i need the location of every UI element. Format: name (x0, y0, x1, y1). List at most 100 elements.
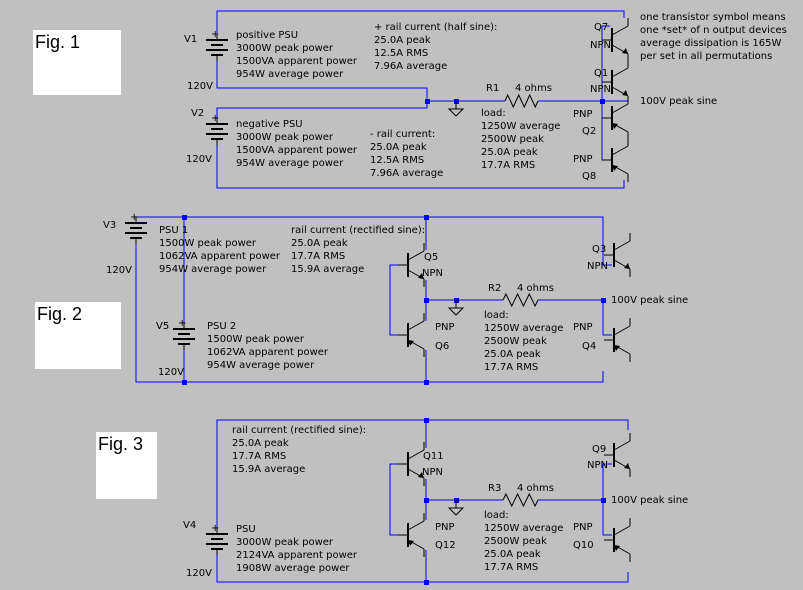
fig3-v4-line-3: 1908W average power (236, 563, 350, 574)
fig2-pnp-left: PNP (435, 322, 455, 333)
fig1-v2-line-3: 954W average power (236, 158, 344, 169)
fig1-r1-name: R1 (486, 83, 500, 94)
fig2-pnp-right: PNP (573, 322, 593, 333)
fig2-load-3: 25.0A peak (484, 349, 541, 360)
fig3-q9: Q9 (592, 444, 607, 455)
fig3-wire-q9-base (602, 463, 612, 500)
fig1-wire-bases-top (601, 25, 610, 101)
fig2-v3-name: V3 (103, 220, 117, 231)
fig2-v5-line-1: 1500W peak power (207, 334, 305, 345)
fig1-q7: Q7 (594, 22, 609, 33)
fig2-q6: Q6 (435, 341, 450, 352)
fig3-r3-name: R3 (488, 483, 502, 494)
fig1-label: Fig. 1 (35, 32, 81, 52)
fig2-q5-symbol-arrow (418, 273, 424, 279)
fig3-load-1: 1250W average (484, 523, 564, 534)
fig2-v5-line-2: 1062VA apparent power (207, 347, 329, 358)
fig2-npn-right: NPN (587, 261, 608, 272)
fig1-pos-rail-3: 7.96A average (374, 61, 448, 72)
fig3-pnp-left: PNP (435, 522, 455, 533)
fig2-v5-volts: 120V (158, 367, 184, 378)
fig3-npn-right: NPN (587, 460, 608, 471)
fig2-label-box: Fig. 2 (35, 302, 121, 369)
fig1-load-3: 25.0A peak (481, 147, 538, 158)
fig1-ground (447, 108, 465, 117)
fig2-q5: Q5 (424, 252, 439, 263)
fig3-q9-symbol-lead-a (613, 440, 631, 451)
fig1-pnp1: PNP (573, 109, 593, 120)
fig3-junction-q12 (424, 580, 429, 585)
fig3-rail-1: 25.0A peak (232, 438, 289, 449)
fig3-label-box: Fig. 3 (96, 432, 157, 499)
fig1-q8-symbol-lead-a (611, 145, 629, 156)
fig2-q4-symbol-arrow (614, 345, 620, 351)
fig3-pnp-right: PNP (573, 522, 593, 533)
fig3-wire-left-bases (389, 463, 398, 536)
fig1-v1-battery-plus-sign: + (211, 29, 219, 40)
fig3-rail-0: rail current (rectified sine): (232, 425, 367, 436)
fig3-junction-mid (424, 498, 429, 503)
fig3-wire-top-rail (216, 419, 629, 529)
fig1-wire-v1-return (216, 61, 428, 101)
fig1-q8: Q8 (582, 171, 597, 182)
fig3-wire-q10-base (602, 500, 612, 536)
fig3-junction-q11 (424, 418, 429, 423)
fig1-note-0: one transistor symbol means (640, 12, 786, 23)
fig2-v5-name: V5 (156, 321, 170, 332)
fig2-q3-symbol-lead-a (613, 240, 631, 251)
fig1-r1-resistor (504, 93, 539, 109)
fig2-v3-battery-plus-sign: + (130, 212, 138, 223)
fig3-q12-symbol-lead-a (407, 520, 425, 531)
fig1-v2-name: V2 (191, 108, 205, 119)
fig3-npn-left: NPN (422, 467, 443, 478)
fig3-q10: Q10 (573, 540, 594, 551)
fig2-wire-bottom-rail (135, 244, 604, 383)
fig1-npn1: NPN (590, 40, 611, 51)
fig1-q2-symbol-lead-a (611, 103, 629, 114)
fig3-v4-name: V4 (183, 520, 197, 531)
fig2-load-4: 17.7A RMS (484, 362, 539, 373)
fig1-note-2: average dissipation is 165W (640, 38, 782, 49)
fig3-wire-bottom-rail (216, 555, 629, 583)
fig1-q2: Q2 (582, 126, 597, 137)
fig2-wire-q3-base (602, 227, 612, 266)
fig1-v2-line-2: 1500VA apparent power (236, 145, 358, 156)
fig1-v2-volts: 120V (186, 154, 212, 165)
fig2-junction-v5-bottom (182, 380, 187, 385)
fig1-output-label: 100V peak sine (640, 96, 718, 107)
fig2-v3-line-2: 1062VA apparent power (159, 251, 281, 262)
fig2-load-1: 1250W average (484, 323, 564, 334)
fig2-ground (447, 307, 465, 316)
fig2-q6-symbol-arrow (408, 340, 414, 346)
fig1-load-4: 17.7A RMS (481, 160, 536, 171)
fig3-q10-symbol-arrow (614, 545, 620, 551)
fig1-q7-symbol-lead-a (611, 25, 629, 36)
fig3-load-2: 2500W peak (484, 536, 547, 547)
fig1-load-0: load: (481, 108, 506, 119)
fig3-v4-battery-plus-sign: + (211, 523, 219, 534)
fig1-wire-bottom-rail (216, 145, 625, 189)
fig2-q4-symbol-lead-a (613, 325, 631, 336)
fig3-q11: Q11 (423, 451, 444, 462)
fig2-rail-0: rail current (rectified sine): (291, 225, 426, 236)
fig3-q9-symbol-arrow (624, 463, 630, 469)
fig1-v1-line-1: 3000W peak power (236, 43, 334, 54)
fig3-q12-symbol-arrow (408, 540, 414, 546)
fig1-q1-symbol-lead-a (611, 67, 629, 78)
fig2-wire-left-bases (389, 264, 398, 336)
fig2-label: Fig. 2 (37, 304, 83, 324)
fig2-rail-2: 17.7A RMS (291, 251, 346, 262)
fig3-v4-volts: 120V (186, 568, 212, 579)
fig2-q3-symbol-arrow (624, 263, 630, 269)
fig1-pos-rail-0: + rail current (half sine): (374, 22, 498, 33)
fig2-q5-symbol-lead-a (407, 250, 425, 261)
fig1-npn2: NPN (590, 84, 611, 95)
fig2-v3-volts: 120V (106, 265, 132, 276)
fig3-q12: Q12 (435, 540, 456, 551)
fig2-load-2: 2500W peak (484, 336, 547, 347)
fig2-v5-line-0: PSU 2 (207, 321, 237, 332)
fig2-junction-v5-top (182, 215, 187, 220)
fig2-r2-name: R2 (488, 283, 502, 294)
fig2-rail-3: 15.9A average (291, 264, 365, 275)
fig2-q6-symbol-lead-a (407, 320, 425, 331)
